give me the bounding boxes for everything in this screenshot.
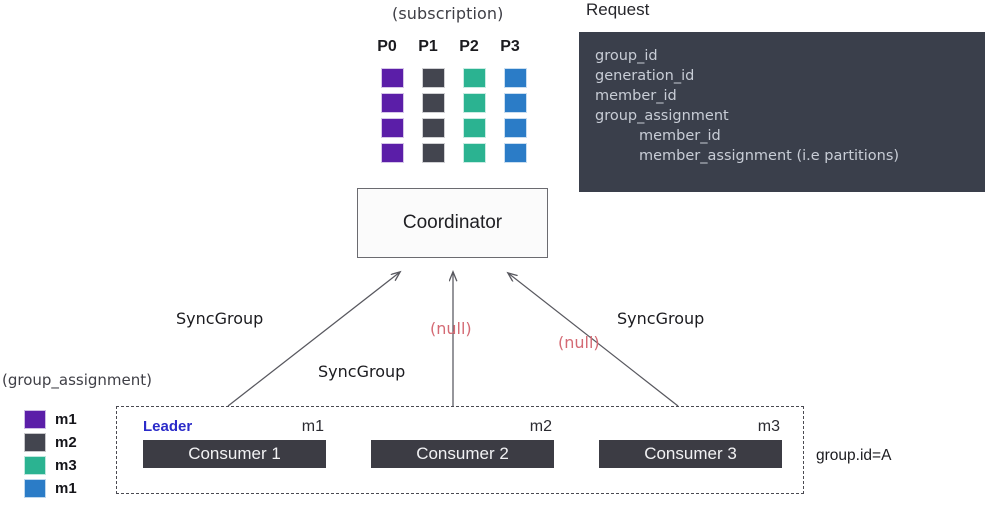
consumer-2-member-id: m2 (529, 418, 552, 435)
partition-header-p2: P2 (459, 38, 479, 55)
partition-swatch (381, 143, 404, 163)
edge-label-syncgroup-left: SyncGroup (176, 309, 264, 328)
partition-swatch (422, 118, 445, 138)
edge-label-null-middle: (null) (430, 319, 472, 338)
request-body: group_id generation_id member_id group_assi… (579, 32, 985, 192)
swatch-column-p3 (504, 68, 527, 163)
group-id-label: group.id=A (816, 447, 892, 464)
partition-swatch (422, 143, 445, 163)
partition-header-p3: P3 (500, 38, 520, 55)
partition-swatch (463, 93, 486, 113)
consumer-1-label: Consumer 1 (188, 444, 281, 463)
consumer-unit-3[interactable]: m3 Consumer 3 (599, 418, 782, 468)
consumer-2-label: Consumer 2 (416, 444, 509, 463)
coordinator-node[interactable]: Coordinator (357, 188, 548, 258)
legend-item: m1 (24, 410, 77, 429)
request-title: Request (586, 0, 650, 19)
coordinator-label: Coordinator (402, 212, 503, 233)
partition-header-p1: P1 (418, 38, 438, 55)
swatch-column-p1 (422, 68, 445, 163)
legend-title: (group_assignment) (2, 371, 153, 389)
consumer-2-box[interactable]: Consumer 2 (371, 440, 554, 468)
legend-item-label: m1 (55, 411, 77, 428)
partition-swatch (504, 93, 527, 113)
consumer-1-box[interactable]: Consumer 1 (143, 440, 326, 468)
legend-color-swatch (24, 456, 46, 475)
consumer-2-tags: m2 (371, 418, 554, 440)
partition-swatch (504, 143, 527, 163)
arrow-consumer1-to-coordinator (227, 272, 400, 407)
request-field: member_id (595, 88, 677, 104)
legend-item: m2 (24, 433, 77, 452)
legend-item: m3 (24, 456, 77, 475)
legend-color-swatch (24, 433, 46, 452)
legend-list: m1 m2 m3 m1 (24, 410, 77, 498)
consumer-3-box[interactable]: Consumer 3 (599, 440, 782, 468)
request-field: group_assignment (595, 108, 729, 124)
legend-color-swatch (24, 410, 46, 429)
leader-badge: Leader (143, 418, 193, 435)
partition-header-row: P0 P1 P2 P3 (375, 38, 522, 56)
legend-color-swatch (24, 479, 46, 498)
edge-label-null-right: (null) (558, 333, 600, 352)
partition-swatch (463, 68, 486, 88)
partition-swatch (463, 118, 486, 138)
subscription-title: (subscription) (392, 4, 504, 23)
consumer-unit-1[interactable]: Leader m1 Consumer 1 (143, 418, 326, 468)
legend-item: m1 (24, 479, 77, 498)
partition-swatch (422, 93, 445, 113)
partition-swatch (504, 68, 527, 88)
consumer-unit-2[interactable]: m2 Consumer 2 (371, 418, 554, 468)
request-field: generation_id (595, 68, 695, 84)
consumer-1-member-id: m1 (301, 418, 324, 435)
partition-swatch (504, 118, 527, 138)
consumer-group-container (116, 406, 804, 494)
subscription-swatch-grid (381, 68, 527, 163)
partition-swatch (381, 93, 404, 113)
partition-swatch (463, 143, 486, 163)
consumer-3-member-id: m3 (757, 418, 780, 435)
request-field: group_id (595, 48, 658, 64)
request-field: member_assignment (i.e partitions) (639, 148, 900, 164)
partition-swatch (381, 68, 404, 88)
partition-swatch (381, 118, 404, 138)
legend-item-label: m1 (55, 480, 77, 497)
edge-label-syncgroup-right: SyncGroup (617, 309, 705, 328)
consumer-3-tags: m3 (599, 418, 782, 440)
consumer-3-label: Consumer 3 (644, 444, 737, 463)
legend-item-label: m3 (55, 457, 77, 474)
swatch-column-p2 (463, 68, 486, 163)
partition-swatch (422, 68, 445, 88)
swatch-column-p0 (381, 68, 404, 163)
edge-label-syncgroup-middle: SyncGroup (318, 362, 406, 381)
legend-item-label: m2 (55, 434, 77, 451)
partition-header-p0: P0 (377, 38, 397, 55)
request-field: member_id (639, 128, 721, 144)
consumer-1-tags: Leader m1 (143, 418, 326, 440)
